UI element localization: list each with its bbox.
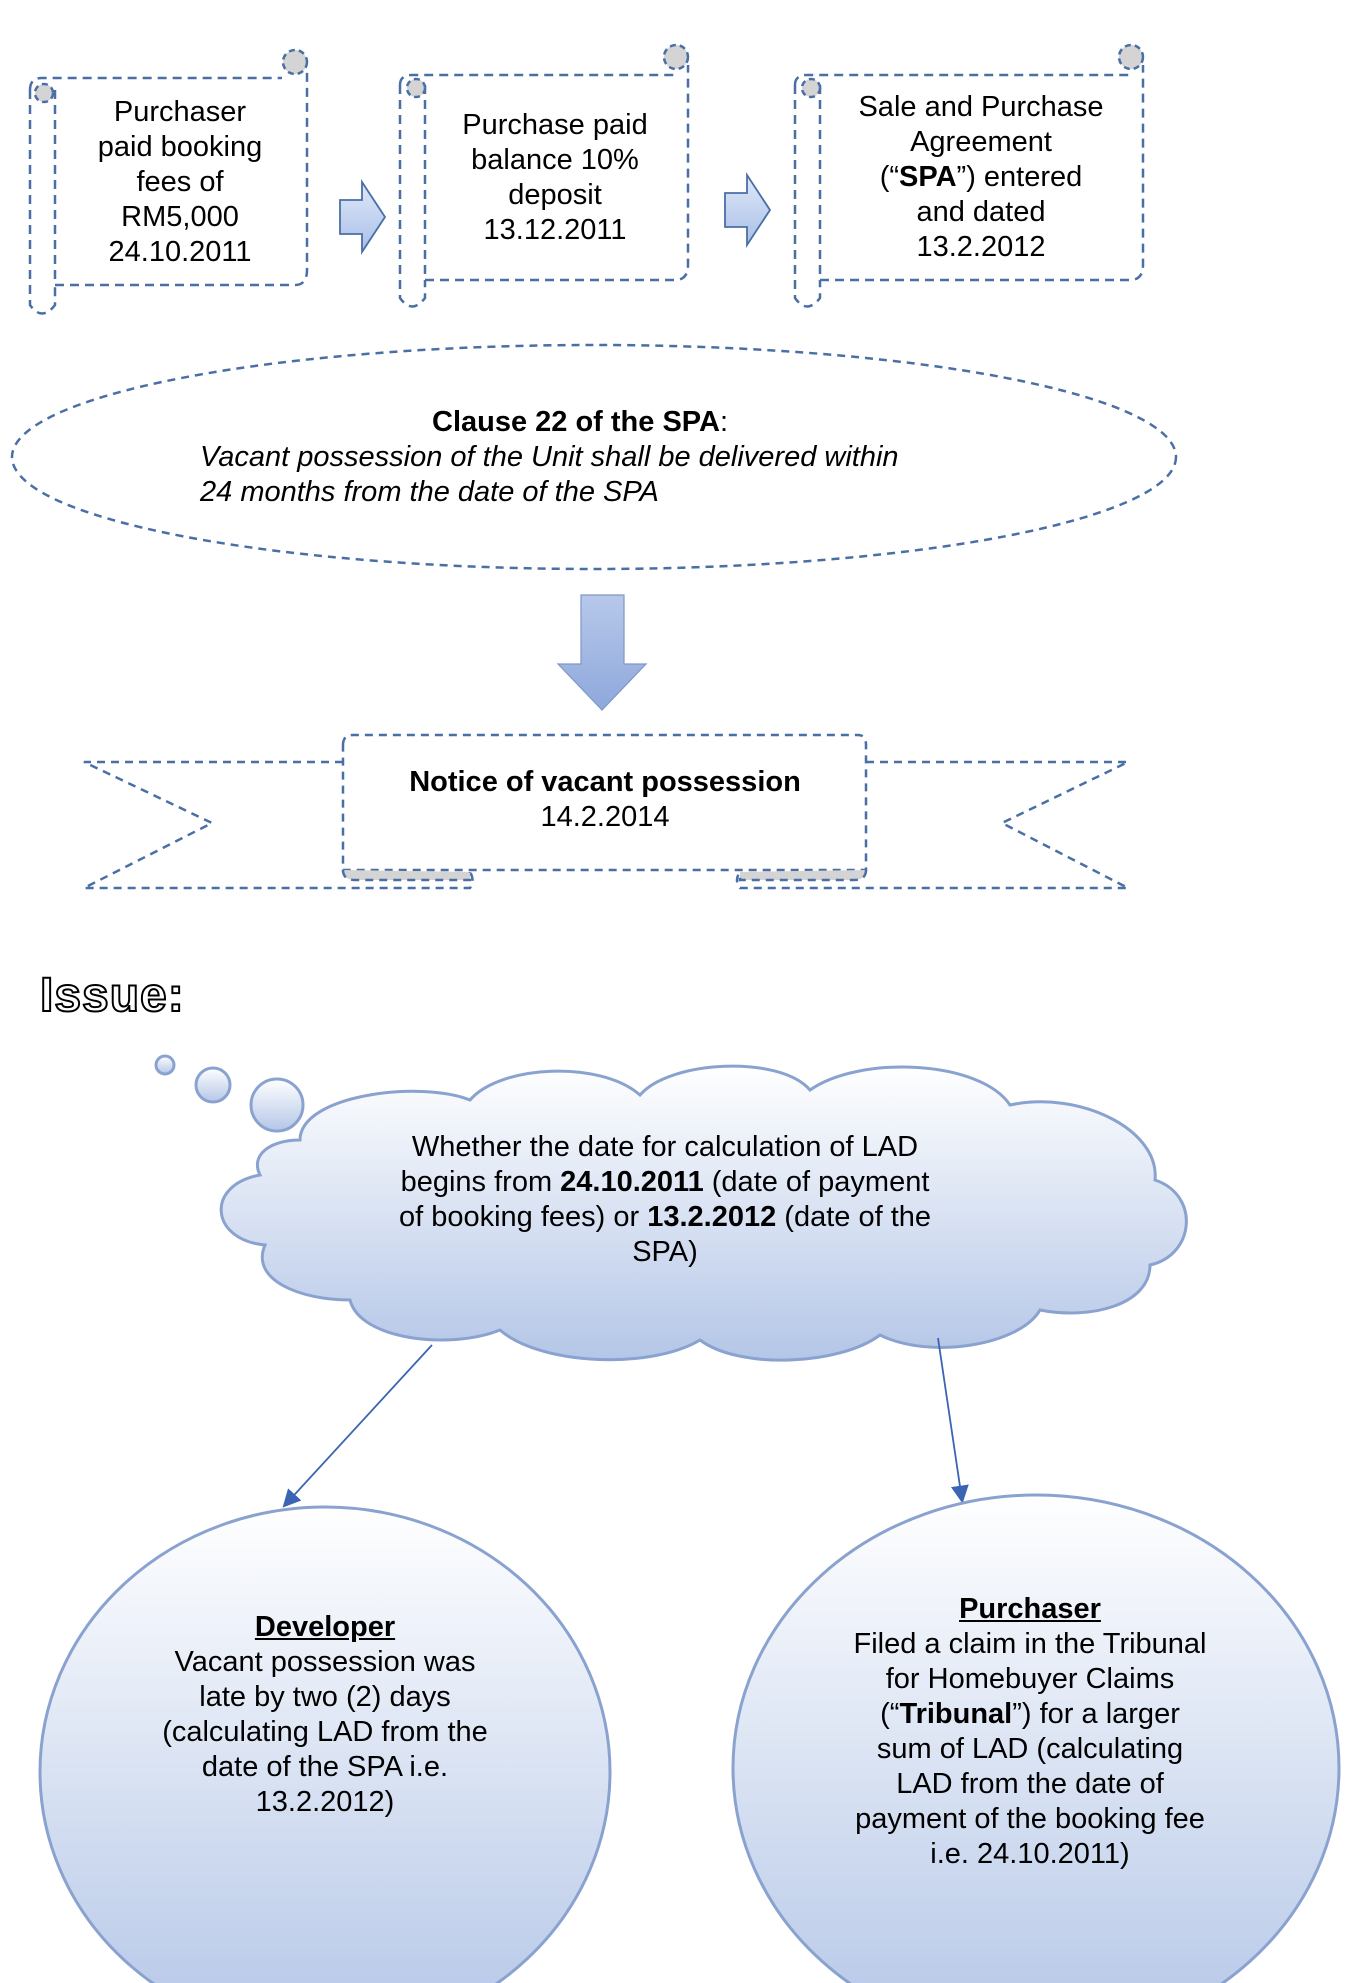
- notice-title: Notice of vacant possession: [409, 766, 801, 798]
- connector-to-purchaser: [937, 1337, 969, 1504]
- developer-text: Developer Vacant possession was late by …: [110, 1610, 540, 1820]
- text-line: deposit: [508, 179, 602, 211]
- text-line: sum of LAD (calculating: [876, 1733, 1184, 1765]
- text-fragment: (date of payment: [703, 1166, 930, 1198]
- text-line: (calculating LAD from the: [162, 1716, 488, 1748]
- text-line: Sale and Purchase: [858, 91, 1104, 123]
- text-line: Agreement: [910, 126, 1052, 158]
- text-fragment: :: [719, 406, 728, 438]
- text-line: RM5,000: [121, 201, 239, 233]
- timeline-date: 13.12.2011: [483, 214, 627, 246]
- clause-text: Clause 22 of the SPA: Vacant possession …: [200, 405, 1000, 510]
- developer-circle: [38, 1505, 612, 1983]
- text-line: (“SPA”) entered: [822, 160, 1140, 195]
- text-line: Filed a claim in the Tribunal: [853, 1628, 1207, 1660]
- text-line: paid booking: [97, 131, 263, 163]
- timeline-scroll-2: [398, 43, 690, 308]
- connector-to-developer: [282, 1344, 433, 1508]
- tribunal-term: Tribunal: [899, 1698, 1013, 1730]
- text-fragment: (“: [879, 161, 900, 193]
- text-line: i.e. 24.10.2011): [930, 1838, 1130, 1870]
- text-line: date of the SPA i.e.: [201, 1751, 449, 1783]
- issue-cloud: [219, 1064, 1188, 1362]
- clause-body-line: Vacant possession of the Unit shall be d…: [200, 441, 899, 473]
- timeline-step-1-text: Purchaser paid booking fees of RM5,000 2…: [60, 95, 300, 270]
- text-line: 13.2.2012): [255, 1786, 395, 1818]
- date-highlight: 24.10.2011: [560, 1166, 704, 1198]
- spa-term: SPA: [899, 161, 957, 193]
- text-fragment: ”) entered: [956, 161, 1083, 193]
- text-line: LAD from the date of: [896, 1768, 1164, 1800]
- timeline-date: 24.10.2011: [108, 236, 252, 268]
- text-line: Purchase paid: [462, 109, 648, 141]
- timeline-date: 13.2.2012: [916, 231, 1046, 263]
- purchaser-circle: [731, 1493, 1341, 1983]
- text-fragment: ”) for a larger: [1012, 1698, 1180, 1730]
- text-fragment: begins from: [400, 1166, 561, 1198]
- timeline-step-2-text: Purchase paid balance 10% deposit 13.12.…: [430, 108, 680, 248]
- text-line: and dated: [916, 196, 1046, 228]
- text-line: Vacant possession was: [174, 1646, 476, 1678]
- text-line: Whether the date for calculation of LAD: [411, 1131, 919, 1163]
- text-line: (“Tribunal”) for a larger: [800, 1697, 1260, 1732]
- notice-date: 14.2.2014: [540, 801, 670, 833]
- date-highlight: 13.2.2012: [647, 1201, 777, 1233]
- timeline-scroll-1: [28, 48, 309, 315]
- clause-title: Clause 22 of the SPA:: [200, 405, 1000, 440]
- timeline-scroll-3: [793, 43, 1145, 308]
- text-line: begins from 24.10.2011 (date of payment: [355, 1165, 975, 1200]
- arrow-down-icon: [556, 594, 648, 711]
- purchaser-text: Purchaser Filed a claim in the Tribunal …: [800, 1592, 1260, 1872]
- timeline-step-3-text: Sale and Purchase Agreement (“SPA”) ente…: [822, 90, 1140, 265]
- notice-ribbon: [83, 733, 1129, 890]
- arrow-right-icon: [339, 178, 387, 256]
- clause-ellipse: [10, 343, 1178, 571]
- arrow-right-icon: [724, 171, 772, 249]
- text-fragment: (date of the: [776, 1201, 932, 1233]
- clause-body-line: 24 months from the date of the SPA: [200, 476, 659, 508]
- text-line: payment of the booking fee: [855, 1803, 1205, 1835]
- text-line: SPA): [632, 1236, 698, 1268]
- issue-heading: Issue:: [39, 968, 185, 1023]
- text-line: of booking fees) or 13.2.2012 (date of t…: [355, 1200, 975, 1235]
- text-line: Purchaser: [113, 96, 247, 128]
- text-line: balance 10%: [471, 144, 639, 176]
- text-line: late by two (2) days: [199, 1681, 451, 1713]
- text-line: fees of: [136, 166, 224, 198]
- text-line: for Homebuyer Claims: [885, 1663, 1175, 1695]
- text-fragment: (“: [880, 1698, 900, 1730]
- thought-bubbles: [154, 1054, 305, 1133]
- issue-text: Whether the date for calculation of LAD …: [355, 1130, 975, 1270]
- developer-title: Developer: [254, 1611, 396, 1643]
- purchaser-title: Purchaser: [959, 1593, 1101, 1625]
- text-fragment: of booking fees) or: [398, 1201, 648, 1233]
- notice-text: Notice of vacant possession 14.2.2014: [345, 765, 865, 835]
- clause-title-bold: Clause 22 of the SPA: [432, 406, 720, 438]
